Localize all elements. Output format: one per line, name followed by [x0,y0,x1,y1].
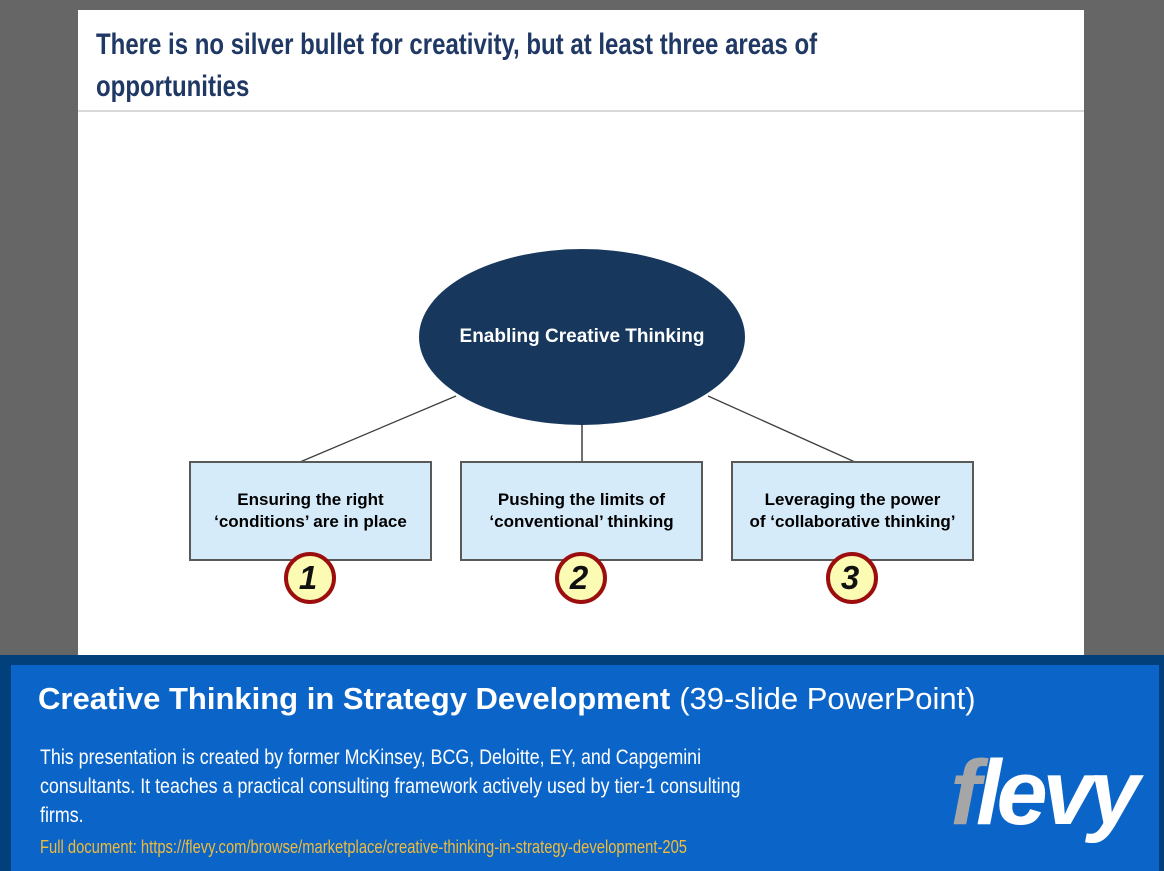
box-label: Leveraging the power of ‘collaborative t… [749,490,956,531]
document-description: This presentation is created by former M… [40,746,741,827]
presentation-backdrop: There is no silver bullet for creativity… [0,0,1164,655]
connector-lines [299,395,856,463]
document-title-suffix: (39-slide PowerPoint) [679,681,976,716]
slide: There is no silver bullet for creativity… [78,10,1084,655]
banner-inner: Creative Thinking in Strategy Developmen… [11,665,1159,871]
document-title: Creative Thinking in Strategy Developmen… [38,681,976,717]
flevy-logo-f: f [950,742,981,844]
flevy-logo: flevy [950,747,1140,839]
diagram-root-node: Enabling Creative Thinking [419,249,745,425]
slide-title: There is no silver bullet for creativity… [96,28,818,103]
full-document-link[interactable]: Full document: https://flevy.com/browse/… [40,837,687,857]
flevy-logo-levy: levy [975,742,1140,844]
root-node-label: Enabling Creative Thinking [459,326,705,347]
diagram-box-conventional: Pushing the limits of ‘conventional’ thi… [460,461,703,561]
flevy-banner: Creative Thinking in Strategy Developmen… [0,655,1164,871]
document-title-text: Creative Thinking in Strategy Developmen… [38,681,671,716]
connector-right [707,395,856,463]
number-badge-2: 2 [555,552,607,604]
box-label: Pushing the limits of ‘conventional’ thi… [489,490,674,531]
connector-left [299,395,457,463]
number-badge-3: 3 [826,552,878,604]
box-label: Ensuring the right ‘conditions’ are in p… [214,490,407,531]
title-divider [78,110,1084,112]
diagram-box-conditions: Ensuring the right ‘conditions’ are in p… [189,461,432,561]
diagram-box-collaborative: Leveraging the power of ‘collaborative t… [731,461,974,561]
number-badge-1: 1 [284,552,336,604]
